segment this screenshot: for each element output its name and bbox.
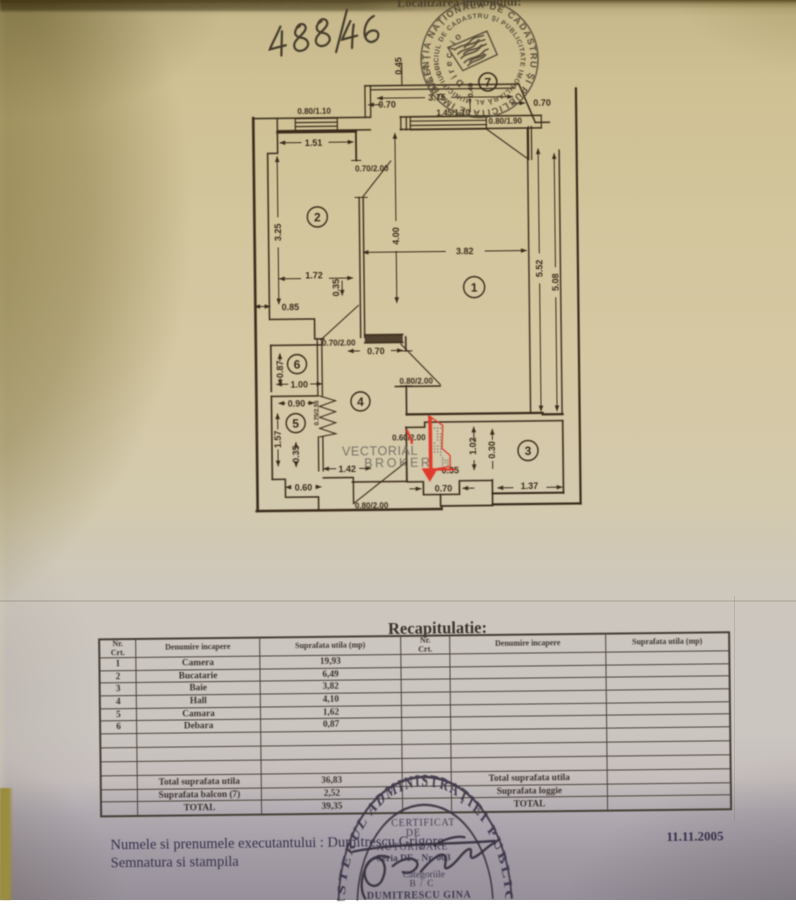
svg-text:1.00: 1.00 [290, 380, 308, 390]
svg-text:0.70/2.00: 0.70/2.00 [355, 164, 389, 173]
svg-text:0.85: 0.85 [282, 302, 300, 312]
svg-text:1.72: 1.72 [305, 270, 323, 280]
svg-text:Categoriile: Categoriile [403, 870, 445, 880]
svg-text:6: 6 [294, 358, 301, 372]
svg-text:Sector 1, Str. Turda Nr. 1, Bl: Sector 1, Str. Turda Nr. 1, Bl. 1, Ap. 4… [167, 0, 308, 10]
svg-text:0.70: 0.70 [435, 483, 453, 493]
svg-text:DUMITRESCU GINA: DUMITRESCU GINA [367, 890, 472, 902]
svg-text:0.90: 0.90 [288, 399, 306, 409]
svg-text:0.70: 0.70 [378, 100, 396, 110]
svg-text:CERTIFICAT: CERTIFICAT [391, 817, 455, 829]
svg-text:3: 3 [525, 444, 532, 458]
svg-text:0.80/1.90: 0.80/1.90 [489, 117, 523, 126]
svg-text:BROKER: BROKER [364, 456, 433, 471]
svg-text:0.35: 0.35 [331, 279, 341, 297]
svg-text:0.70/2.00: 0.70/2.00 [322, 338, 356, 347]
svg-text:0.35: 0.35 [291, 445, 301, 463]
svg-text:5.52: 5.52 [534, 260, 544, 278]
svg-text:0.80/2.00: 0.80/2.00 [355, 501, 389, 510]
svg-text:1.42: 1.42 [338, 464, 356, 474]
svg-text:1: 1 [471, 281, 478, 295]
svg-text:1.57: 1.57 [273, 431, 283, 449]
svg-text:4.00: 4.00 [391, 227, 401, 245]
svg-text:VECTORIAL: VECTORIAL [342, 444, 418, 459]
svg-text:7: 7 [484, 75, 491, 89]
svg-text:0.30: 0.30 [487, 441, 497, 459]
svg-text:0.45: 0.45 [394, 57, 404, 75]
svg-text:1.37: 1.37 [521, 481, 539, 491]
svg-text:0.75/2.55: 0.75/2.55 [314, 400, 320, 426]
svg-text:0.80/2.00: 0.80/2.00 [399, 377, 433, 386]
svg-text:3.82: 3.82 [456, 246, 474, 256]
svg-text:AUTORIZARE: AUTORIZARE [377, 841, 449, 853]
svg-text:1.45/1.10: 1.45/1.10 [436, 108, 470, 117]
svg-text:DE: DE [406, 828, 421, 839]
svg-text:5.08: 5.08 [551, 273, 561, 291]
svg-text:1.51: 1.51 [305, 138, 323, 148]
svg-text:4: 4 [357, 395, 364, 409]
svg-text:2: 2 [314, 210, 321, 224]
svg-text:3.25: 3.25 [273, 224, 283, 242]
svg-text:0.40: 0.40 [466, 83, 475, 98]
svg-text:0.70: 0.70 [533, 98, 551, 108]
svg-text:B / C: B / C [409, 879, 434, 889]
svg-text:1.02: 1.02 [468, 437, 478, 455]
svg-text:0.87: 0.87 [275, 361, 285, 379]
svg-text:0.70: 0.70 [367, 346, 385, 356]
svg-text:0.60: 0.60 [295, 482, 313, 492]
svg-text:5: 5 [292, 417, 299, 431]
svg-text:Localizarea imobilului:: Localizarea imobilului: [397, 0, 522, 10]
svg-text:0.80/1.10: 0.80/1.10 [297, 107, 331, 116]
svg-text:3.75: 3.75 [428, 92, 446, 102]
